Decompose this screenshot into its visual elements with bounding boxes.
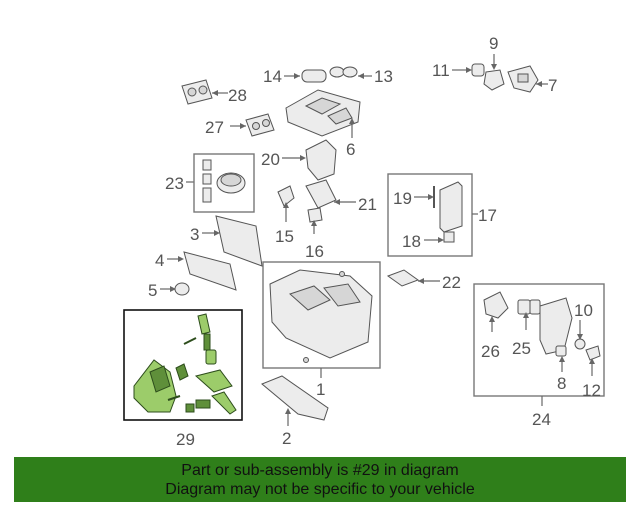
callout-25: 25 xyxy=(512,339,531,358)
group-23-cupholder[interactable] xyxy=(193,153,255,213)
callout-17: 17 xyxy=(478,206,497,225)
callout-21: 21 xyxy=(358,195,377,214)
part-6-console-top-panel[interactable] xyxy=(285,89,361,137)
callout-27: 27 xyxy=(205,118,224,137)
callout-28: 28 xyxy=(228,86,247,105)
notice-banner: Part or sub-assembly is #29 in diagram D… xyxy=(14,457,626,502)
callout-20: 20 xyxy=(261,150,280,169)
part-14-trim-ring[interactable] xyxy=(301,69,327,83)
callout-18: 18 xyxy=(402,232,421,251)
callout-14: 14 xyxy=(263,67,282,86)
part-28-switch-cluster[interactable] xyxy=(181,79,213,105)
part-25-connector[interactable] xyxy=(517,299,541,315)
part-8-clip[interactable] xyxy=(555,345,567,357)
callout-1: 1 xyxy=(316,380,325,399)
callout-26: 26 xyxy=(481,342,500,361)
part-24-housing[interactable] xyxy=(539,297,573,355)
part-4-side-panel[interactable] xyxy=(183,251,237,291)
callout-9: 9 xyxy=(489,34,498,53)
part-21-plate[interactable] xyxy=(305,179,337,209)
part-16-clip[interactable] xyxy=(307,207,323,223)
callout-3: 3 xyxy=(190,225,199,244)
part-7-bezel[interactable] xyxy=(507,65,539,93)
part-29-shifter-assembly[interactable] xyxy=(133,313,237,415)
part-17-side-trim[interactable] xyxy=(439,181,463,233)
part-3-side-panel[interactable] xyxy=(215,215,263,267)
part-5-grommet[interactable] xyxy=(174,282,190,296)
callout-22: 22 xyxy=(442,273,461,292)
part-9-knob[interactable] xyxy=(483,69,505,91)
callout-23: 23 xyxy=(165,174,184,193)
part-12-grommet[interactable] xyxy=(585,345,601,361)
callout-5: 5 xyxy=(148,281,157,300)
callout-4: 4 xyxy=(155,251,164,270)
callout-13: 13 xyxy=(374,67,393,86)
part-26-bracket[interactable] xyxy=(483,291,509,319)
callout-7: 7 xyxy=(548,76,557,95)
banner-line-1: Part or sub-assembly is #29 in diagram xyxy=(181,462,459,479)
callout-10: 10 xyxy=(574,301,593,320)
callout-8: 8 xyxy=(557,374,566,393)
callout-29: 29 xyxy=(176,430,195,449)
group-29-shifter-assembly[interactable] xyxy=(123,309,243,421)
part-13-seal[interactable] xyxy=(329,66,358,78)
part-18-clip[interactable] xyxy=(443,231,455,243)
callout-11: 11 xyxy=(432,61,450,80)
callout-12: 12 xyxy=(582,381,601,400)
callout-15: 15 xyxy=(275,227,294,246)
part-15-clip[interactable] xyxy=(277,185,295,207)
callout-6: 6 xyxy=(346,140,355,159)
callout-24: 24 xyxy=(532,410,551,429)
banner-line-2: Diagram may not be specific to your vehi… xyxy=(165,481,475,498)
exploded-parts-diagram: 28 27 14 13 6 9 11 7 20 xyxy=(123,34,605,449)
part-22-pad[interactable] xyxy=(386,269,420,287)
callout-16: 16 xyxy=(305,242,324,261)
part-2-lower-trim[interactable] xyxy=(261,375,329,421)
part-20-bracket[interactable] xyxy=(305,139,337,181)
callout-2: 2 xyxy=(282,429,291,448)
group-17-side-panel[interactable] xyxy=(387,173,473,257)
part-10-plug[interactable] xyxy=(574,338,586,350)
part-11-cap[interactable] xyxy=(471,63,485,77)
group-24-rear-console[interactable] xyxy=(473,283,605,397)
part-27-switch-cluster[interactable] xyxy=(245,113,275,137)
callout-19: 19 xyxy=(393,189,412,208)
